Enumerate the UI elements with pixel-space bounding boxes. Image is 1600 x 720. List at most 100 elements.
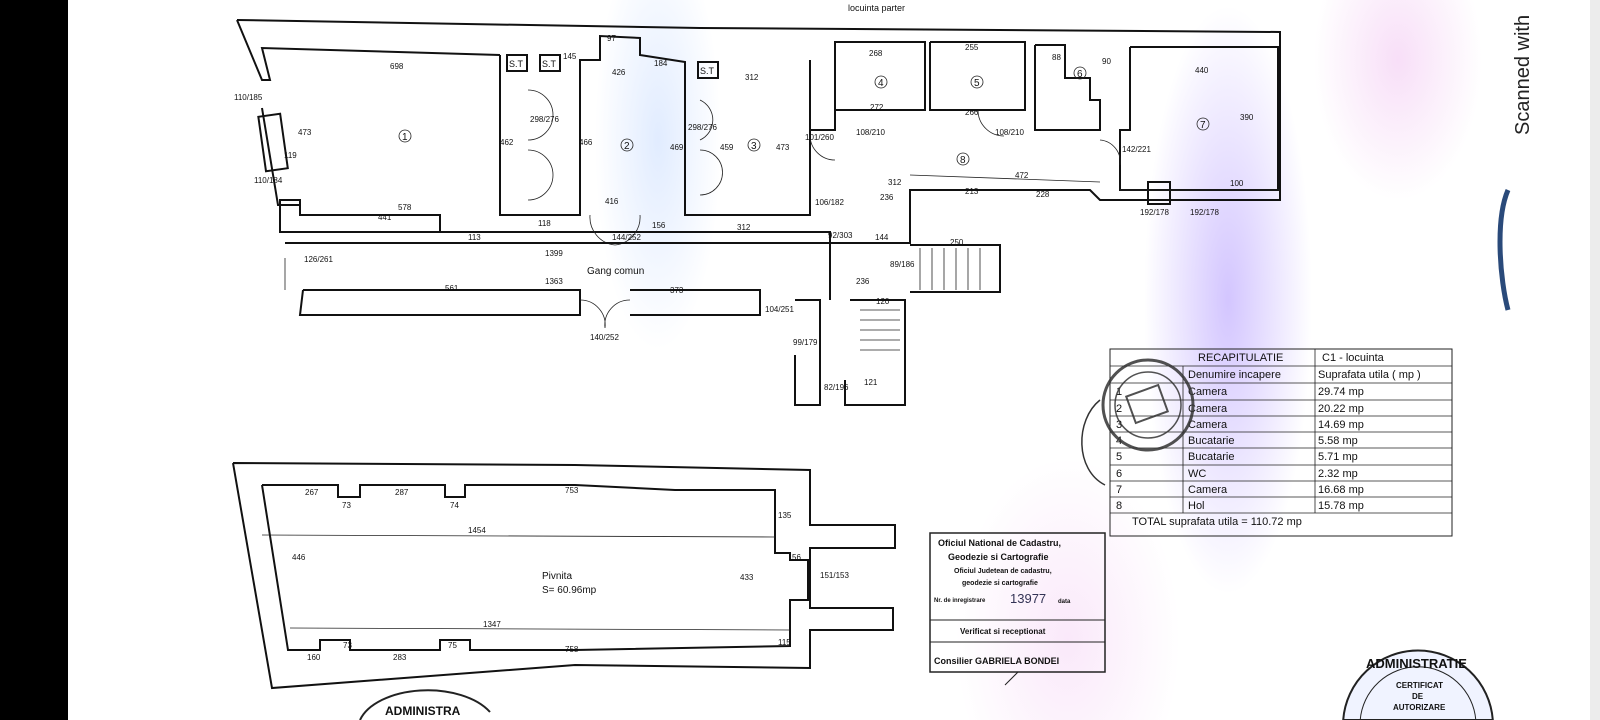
plan-label: Camera [1188, 419, 1228, 431]
plan-label: 15.78 mp [1318, 500, 1364, 512]
plan-label: 100 [1230, 179, 1244, 188]
plan-label: 416 [605, 197, 619, 206]
plan-label: Camera [1188, 403, 1228, 415]
plan-label: 99/179 [793, 338, 818, 347]
plan-label: Verificat si receptionat [960, 627, 1046, 636]
plan-label: 312 [888, 178, 902, 187]
plan-label: 426 [612, 68, 626, 77]
scanned-page [68, 0, 1590, 720]
plan-label: Camera [1188, 386, 1228, 398]
plan-label: 13977 [1010, 591, 1046, 606]
plan-label: 14.69 mp [1318, 419, 1364, 431]
plan-label: 446 [292, 553, 306, 562]
table-subtitle: C1 - locuinta [1322, 352, 1385, 364]
plan-label: 73 [343, 641, 352, 650]
plan-label: 228 [1036, 190, 1050, 199]
chimney-boxes: S.T S.T S.T [506, 54, 719, 79]
plan-label: 90 [1102, 57, 1111, 66]
plan-label: geodezie si cartografie [962, 580, 1038, 587]
plan-label: 6 [1116, 468, 1122, 480]
plan-label: Nr. de inregistrare [934, 598, 986, 604]
plan-label: 298/276 [688, 123, 717, 132]
plan-label: 89/186 [890, 260, 915, 269]
plan-label: 101/260 [805, 133, 834, 142]
plan-label: 441 [378, 213, 392, 222]
plan-label: 92/303 [828, 231, 853, 240]
stairs [794, 244, 1001, 406]
plan-label: 298/276 [530, 115, 559, 124]
plan-label: 106/182 [815, 198, 844, 207]
plan-label: S.T [509, 59, 524, 69]
corridor-label: Gang comun [587, 266, 644, 277]
table-total: TOTAL suprafata utila = 110.72 mp [1132, 516, 1302, 528]
plan-label: 145 [563, 52, 577, 61]
plan-label: 126/261 [304, 255, 333, 264]
plan-caption: locuinta parter [848, 3, 905, 13]
plan-label: Bucatarie [1188, 435, 1234, 447]
plan-label: 5.71 mp [1318, 451, 1358, 463]
plan-label: 472 [1015, 171, 1029, 180]
plan-label: 16.68 mp [1318, 484, 1364, 496]
plan-label: 283 [393, 653, 407, 662]
recap-table: RECAPITULATIE C1 - locuinta Denumire inc… [1081, 348, 1453, 537]
plan-label: 390 [1240, 113, 1254, 122]
plan-label: 287 [395, 488, 409, 497]
plan-label: 29.74 mp [1318, 386, 1364, 398]
plan-label: 75 [448, 641, 457, 650]
plan-label: 7 [1116, 484, 1122, 496]
plan-label: 2 [1116, 403, 1122, 415]
plan-label: 104/251 [765, 305, 794, 314]
plan-label: 135 [778, 511, 792, 520]
plan-label: 140/252 [590, 333, 619, 342]
plan-label: 192/178 [1190, 208, 1219, 217]
plan-label: 1454 [468, 526, 486, 535]
plan-label: 758 [565, 645, 579, 654]
plan-label: 82/196 [824, 383, 849, 392]
plan-label: 236 [856, 277, 870, 286]
col-header-name: Denumire incapere [1188, 369, 1281, 381]
table-title: RECAPITULATIE [1198, 352, 1283, 364]
plan-label: 118 [538, 219, 551, 228]
plan-label: 578 [398, 203, 412, 212]
plan-label: CERTIFICAT [1396, 681, 1443, 690]
plan-label: DE [1412, 692, 1424, 701]
round-seal-stamp [1101, 358, 1195, 452]
plan-label: 753 [565, 486, 579, 495]
plan-label: Consilier GABRIELA BONDEI [934, 656, 1059, 666]
seal-bottom-right: ADMINISTRATIE CERTIFICAT DE AUTORIZARE [1342, 649, 1494, 720]
plan-label: 1399 [545, 249, 563, 258]
plan-label: 2.32 mp [1318, 468, 1358, 480]
plan-label: ADMINISTRATIE [1366, 656, 1467, 671]
plan-label: Hol [1188, 500, 1205, 512]
plan-label: 142/221 [1122, 145, 1151, 154]
plan-label: 108/210 [856, 128, 885, 137]
plan-label: 312 [737, 223, 751, 232]
plan-label: 144/252 [612, 233, 641, 242]
plan-label: 5.58 mp [1318, 435, 1358, 447]
basement-area: S= 60.96mp [542, 585, 597, 596]
plan-label: 2 [624, 141, 630, 152]
plan-label: 473 [298, 128, 312, 137]
plan-label: S.T [700, 66, 715, 76]
plan-label: 236 [880, 193, 894, 202]
plan-label: 268 [869, 49, 883, 58]
plan-label: 108/210 [995, 128, 1024, 137]
plan-label: 3 [751, 141, 757, 152]
plan-label: ADMINISTRA [385, 704, 461, 718]
plan-label: 156 [652, 221, 666, 230]
plan-label: 74 [450, 501, 459, 510]
plan-label: data [1058, 599, 1071, 605]
plan-label: 250 [950, 238, 964, 247]
plan-label: 97 [607, 34, 616, 43]
plan-label: Oficiul Judetean de cadastru, [954, 568, 1052, 575]
plan-label: 184 [654, 59, 668, 68]
plan-label: 462 [500, 138, 514, 147]
